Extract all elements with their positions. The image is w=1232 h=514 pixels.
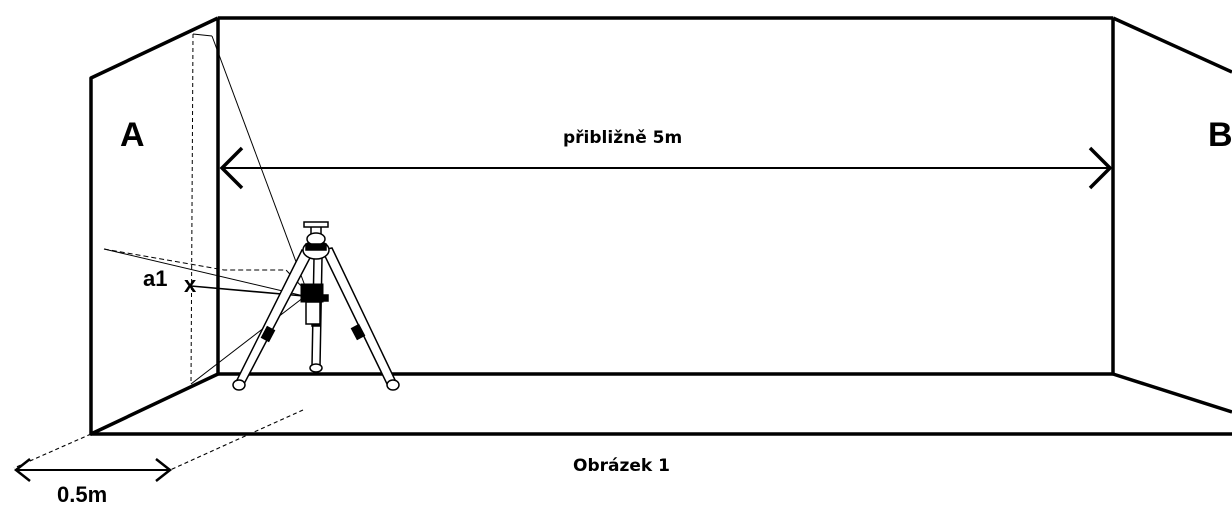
point-a1-label: a1 [143, 266, 168, 291]
arrowhead-right [1088, 146, 1113, 190]
figure-caption: Obrázek 1 [573, 456, 670, 476]
room-outline [89, 16, 1232, 436]
laser-projection-lines [103, 33, 309, 385]
width-dimension-arrow [219, 146, 1113, 190]
distance-label: přibližně 5m [563, 128, 683, 148]
wall-b-floor-outline [1112, 372, 1232, 414]
wall-a-outline [89, 16, 219, 436]
offset-distance-label: 0.5m [57, 482, 108, 507]
wall-a-label: A [120, 116, 145, 154]
tripod-laser-level [232, 221, 400, 391]
wall-b-label: B [1208, 116, 1232, 154]
point-a1-marker: x [184, 272, 197, 297]
wall-b-outline [1112, 16, 1232, 74]
arrowhead-left [219, 146, 244, 190]
offset-dimension-arrow [13, 458, 173, 482]
